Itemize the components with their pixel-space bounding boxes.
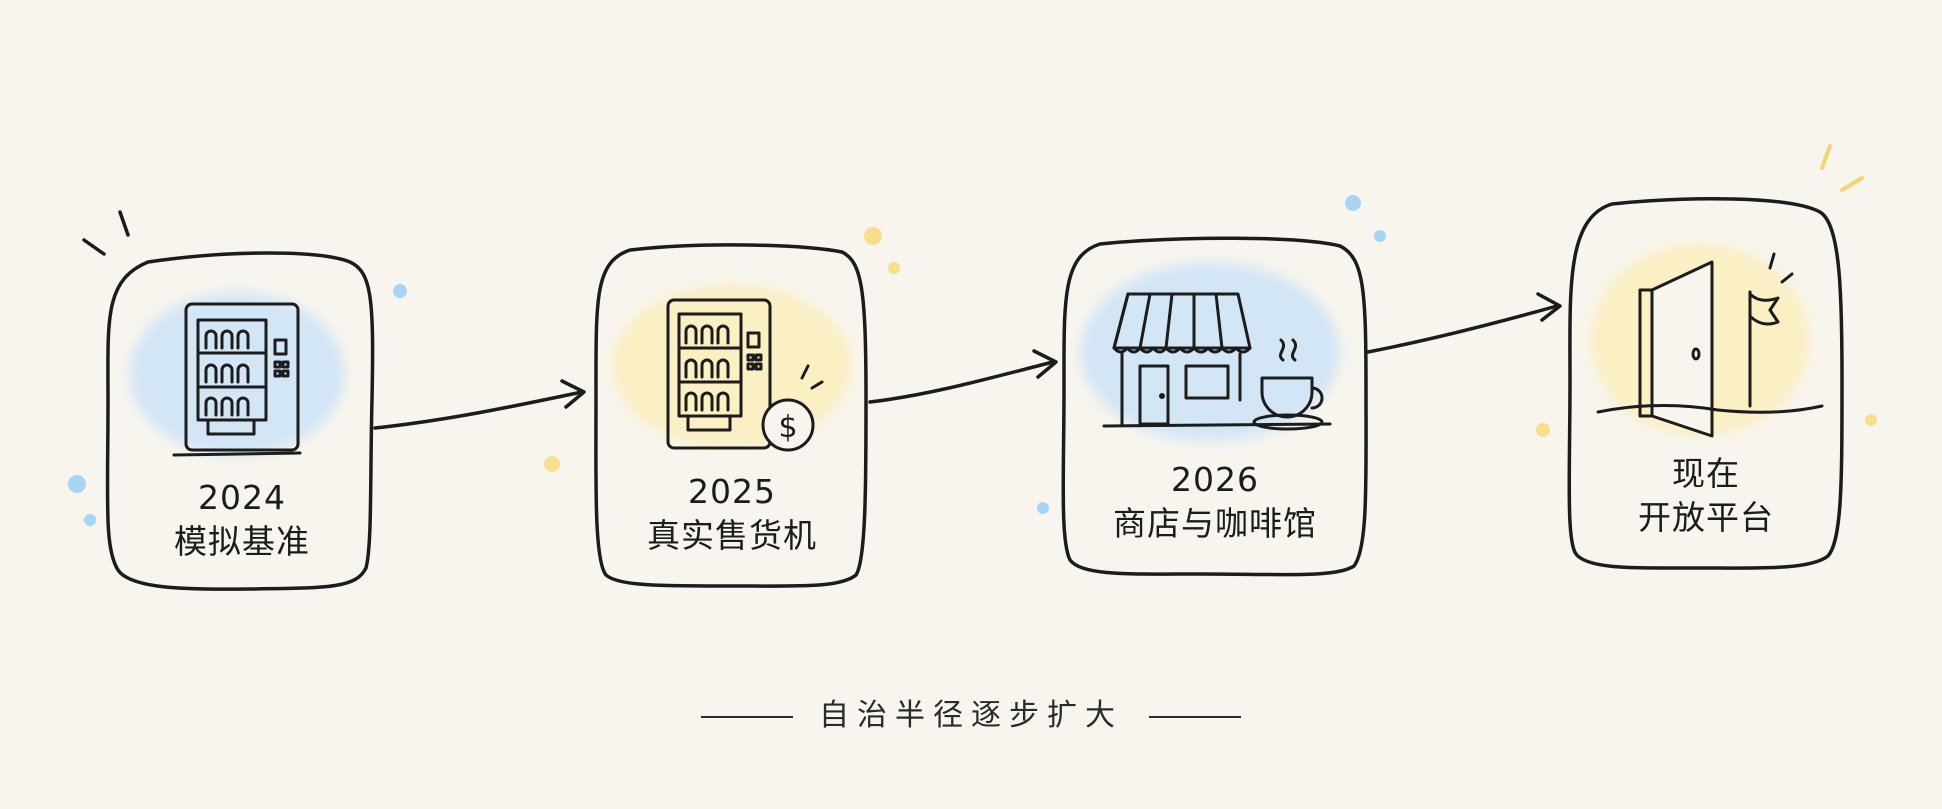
stage-label-4: 现在 开放平台 — [1616, 452, 1796, 540]
caption-rule-right — [1149, 715, 1241, 718]
stage-title: 开放平台 — [1638, 498, 1774, 537]
caption: 自治半径逐步扩大 — [0, 690, 1942, 734]
vending-machine-coin-icon — [666, 298, 824, 452]
stage-year: 2026 — [1171, 460, 1259, 499]
caption-rule-left — [701, 715, 793, 718]
stage-label-3: 2026 商店与咖啡馆 — [1090, 458, 1340, 546]
stage-card-2: $ — [594, 243, 868, 588]
stage-year: 2025 — [688, 472, 776, 511]
timeline-arrows — [373, 292, 1562, 430]
stage-title: 模拟基准 — [174, 522, 310, 561]
stage-title: 商店与咖啡馆 — [1113, 504, 1317, 543]
stage-label-1: 2024 模拟基准 — [158, 476, 326, 564]
arrow-2 — [868, 360, 1055, 404]
stage-title: 真实售货机 — [647, 516, 817, 555]
stage-card-3 — [1061, 236, 1368, 577]
arrow-3-head — [1536, 292, 1562, 322]
arrow-3 — [1366, 304, 1559, 354]
decorative-dots — [68, 144, 1877, 526]
yellow-wash — [612, 284, 852, 448]
stage-card-4 — [1567, 197, 1844, 570]
stage-year: 2024 — [198, 478, 286, 517]
stage-card-1 — [105, 251, 375, 591]
storefront-coffee-icon — [1102, 292, 1332, 431]
stage-year: 现在 — [1672, 454, 1740, 493]
emphasis-marks — [82, 210, 130, 256]
open-door-flag-icon — [1596, 252, 1824, 438]
dollar-sign: $ — [778, 410, 797, 445]
stage-label-2: 2025 真实售货机 — [626, 470, 838, 558]
caption-text: 自治半径逐步扩大 — [819, 698, 1123, 733]
arrow-2-head — [1032, 349, 1058, 379]
blue-wash — [1080, 262, 1340, 442]
arrow-1-head — [560, 379, 586, 409]
vending-machine-icon — [172, 302, 302, 457]
arrow-1 — [373, 390, 584, 430]
